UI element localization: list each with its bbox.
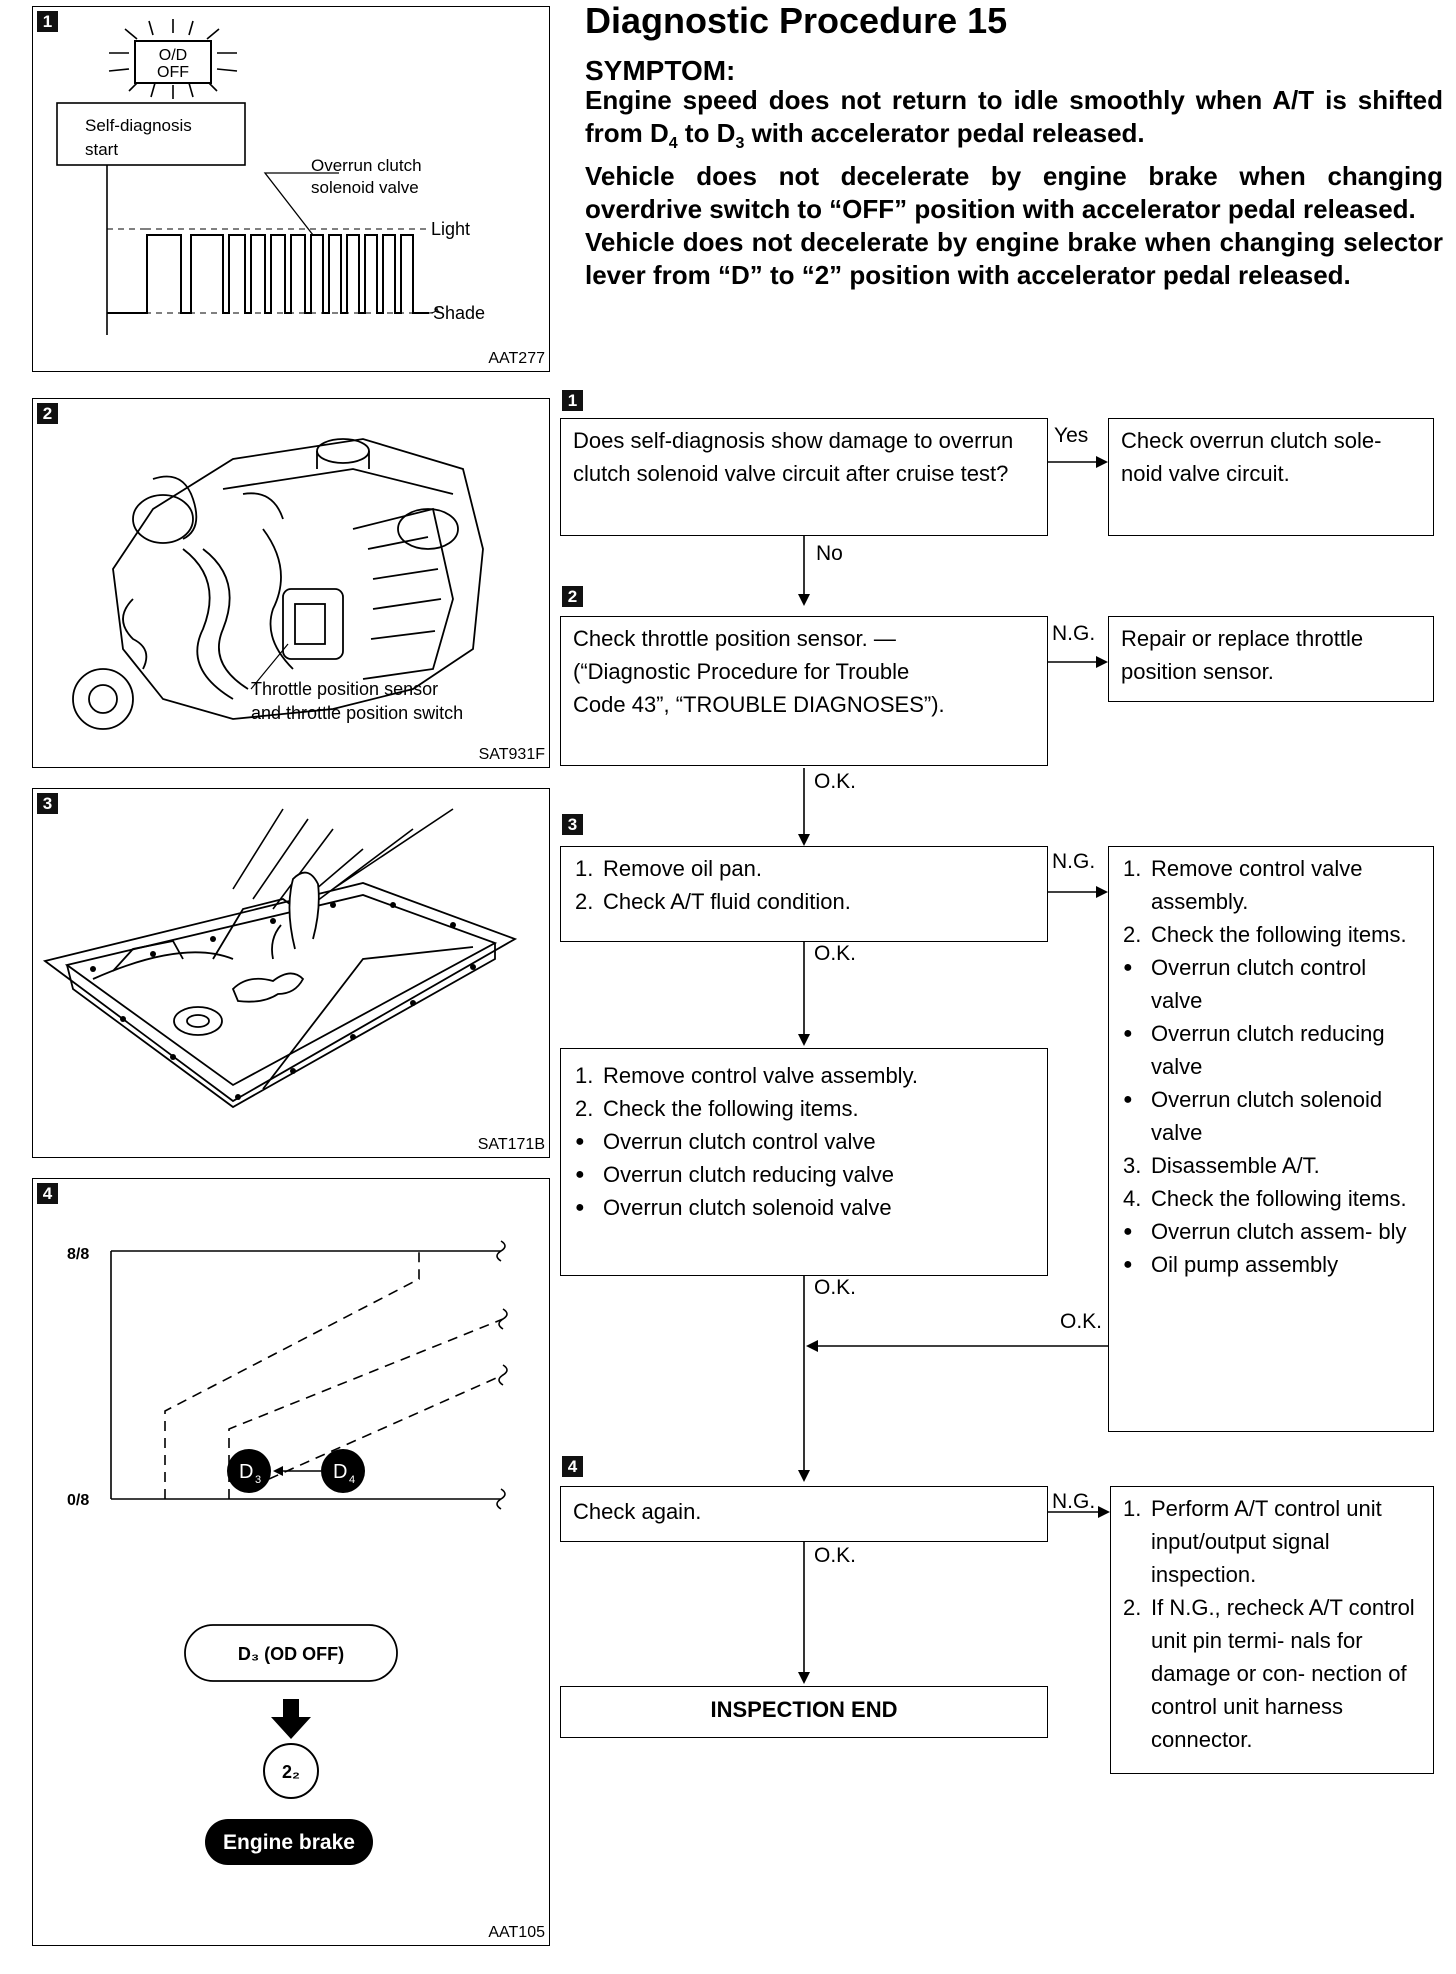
figure-2-panel: 2 Throttle position sensor and throttle … [32, 398, 550, 768]
down-arrow-icon [271, 1699, 311, 1739]
sensor-caption-line2: and throttle position switch [251, 703, 463, 723]
yes-action-box: Check overrun clutch sole- noid valve ci… [1108, 418, 1434, 536]
engine-brake-graph: 8/8 0/8 D 3 D 4 D₃ (OD OFF) 2₂ Eng [67, 1240, 508, 1865]
step-1-question: Does self-diagnosis show damage to overr… [573, 428, 1014, 486]
step-3-item-1: Remove oil pan. [603, 856, 762, 881]
step-2-ng-action: Repair or replace throttle position sens… [1121, 626, 1364, 684]
figure-code: SAT931F [478, 746, 545, 763]
y-axis-bottom-label: 0/8 [67, 1492, 89, 1509]
step-2-box: Check throttle position sensor. — (“Diag… [560, 616, 1048, 766]
step-3-box: 1.Remove oil pan. 2.Check A/T fluid cond… [560, 846, 1048, 942]
figure-number: 2 [37, 403, 58, 424]
oil-pan-illustration [42, 808, 518, 1109]
action-item: Overrun clutch control valve [1151, 955, 1367, 1013]
step-4-ng-action-box: 1.Perform A/T control unit input/output … [1110, 1486, 1434, 1774]
symptom-2: Vehicle does not decelerate by engine br… [585, 161, 1443, 225]
page-title: Diagnostic Procedure 15 [585, 0, 1008, 41]
self-diagnosis-label: Self-diagnosis [85, 116, 192, 135]
sub-item: Overrun clutch reducing valve [603, 1162, 895, 1187]
d3-marker [227, 1449, 271, 1493]
sub-item: Check the following items. [603, 1096, 859, 1121]
figure-code: SAT171B [477, 1136, 545, 1153]
step-2-marker: 2 [562, 586, 583, 607]
figure-code: AAT105 [488, 1924, 545, 1941]
ng-label: N.G. [1052, 1490, 1096, 1513]
symptom-text: Engine speed does not return to idle smo… [585, 84, 1443, 292]
action-item: Disassemble A/T. [1151, 1153, 1320, 1178]
callout-line1: Overrun clutch [311, 156, 422, 175]
symptom-1: Engine speed does not return to idle smo… [585, 85, 1443, 153]
action-item: Check the following items. [1151, 1186, 1407, 1211]
lamp-od: O/D [159, 47, 187, 64]
figure-1-panel: 1 O/D OFF Self-diagnosis start Overrun c… [32, 6, 550, 372]
figure-code: AAT277 [488, 350, 545, 367]
step-4-text: Check again. [573, 1499, 702, 1524]
sub-item: Overrun clutch solenoid valve [603, 1195, 892, 1220]
callout-line2: solenoid valve [311, 178, 419, 197]
step-4-box: Check again. [560, 1486, 1048, 1542]
lamp-off: OFF [157, 64, 189, 81]
ng-label: N.G. [1052, 850, 1096, 873]
svg-text:3: 3 [255, 1474, 261, 1486]
yes-label: Yes [1054, 424, 1089, 447]
self-diagnosis-waveform: O/D OFF Self-diagnosis start Overrun clu… [56, 19, 485, 335]
svg-text:4: 4 [349, 1474, 355, 1486]
action-item: Remove control valve assembly. [1151, 856, 1363, 914]
action-item: Overrun clutch reducing valve [1151, 1021, 1385, 1079]
figure-number: 1 [37, 11, 58, 32]
action-item: Overrun clutch solenoid valve [1151, 1087, 1383, 1145]
step-3-marker: 3 [562, 814, 583, 835]
engine-illustration: Throttle position sensor and throttle po… [72, 438, 484, 730]
inspection-end-label: INSPECTION END [710, 1697, 898, 1722]
figure-number: 4 [37, 1183, 58, 1204]
d4-label: D [333, 1461, 347, 1483]
ok-label: O.K. [814, 770, 857, 793]
d3-label: D [239, 1461, 253, 1483]
action-item: If N.G., recheck A/T control unit pin te… [1151, 1595, 1415, 1752]
figure-4-panel: 4 8/8 0/8 D 3 D 4 D₃ (OD OFF) 2₂ [32, 1178, 550, 1946]
action-item: Oil pump assembly [1151, 1252, 1339, 1277]
no-label: No [816, 542, 843, 565]
sub-item: Overrun clutch control valve [603, 1129, 876, 1154]
symptom-3: Vehicle does not decelerate by engine br… [585, 227, 1443, 291]
shade-label: Shade [433, 303, 485, 323]
step-1-marker: 1 [562, 390, 583, 411]
light-label: Light [431, 219, 470, 239]
step-1-question-box: Does self-diagnosis show damage to overr… [560, 418, 1048, 536]
d4-marker [321, 1449, 365, 1493]
step-2-line1: Check throttle position sensor. — [573, 626, 896, 651]
ok-label: O.K. [1060, 1310, 1103, 1333]
engine-brake-label: Engine brake [223, 1831, 355, 1854]
step-2-line2: (“Diagnostic Procedure for Trouble [573, 659, 910, 684]
ng-label: N.G. [1052, 622, 1096, 645]
od-off-label: D₃ (OD OFF) [238, 1644, 344, 1664]
figure-3-panel: 3 SAT171B [32, 788, 550, 1158]
ok-label: O.K. [814, 942, 857, 965]
sensor-caption-line1: Throttle position sensor [251, 679, 438, 699]
sub-check-box: 1.Remove control valve assembly. 2.Check… [560, 1048, 1048, 1276]
y-axis-top-label: 8/8 [67, 1246, 89, 1263]
action-item: Perform A/T control unit input/output si… [1151, 1496, 1382, 1587]
action-item: Check the following items. [1151, 922, 1407, 947]
inspection-end-box: INSPECTION END [560, 1686, 1048, 1738]
ok-label: O.K. [814, 1544, 857, 1567]
ok-label: O.K. [814, 1276, 857, 1299]
symptom-label: SYMPTOM: [585, 55, 736, 86]
step-2-ng-action-box: Repair or replace throttle position sens… [1108, 616, 1434, 702]
step-3-ng-action-box: 1.Remove control valve assembly. 2.Check… [1108, 846, 1434, 1432]
step-4-marker: 4 [562, 1456, 583, 1477]
second-gear-label: 2₂ [282, 1762, 300, 1782]
action-item: Overrun clutch assem- bly [1151, 1219, 1407, 1244]
sub-item: Remove control valve assembly. [603, 1063, 919, 1088]
step-3-item-2: Check A/T fluid condition. [603, 889, 851, 914]
yes-action-text: Check overrun clutch sole- noid valve ci… [1121, 428, 1382, 486]
step-2-line3: Code 43”, “TROUBLE DIAGNOSES”). [573, 692, 945, 717]
figure-number: 3 [37, 793, 58, 814]
start-label: start [85, 140, 118, 159]
